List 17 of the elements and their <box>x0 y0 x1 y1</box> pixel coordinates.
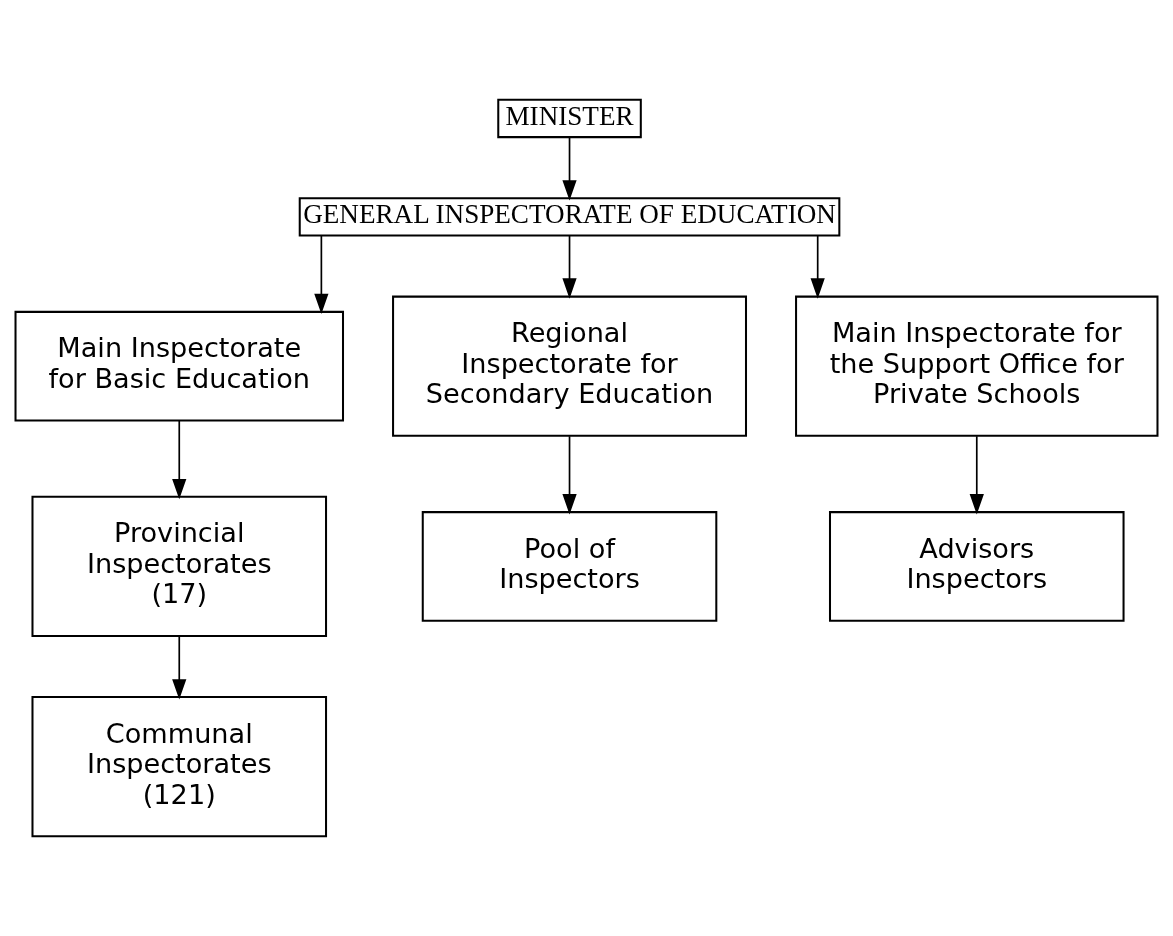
node-box: Communal Inspectorates (121) <box>31 696 328 838</box>
node-box: Provincial Inspectorates (17) <box>31 495 328 637</box>
arrow <box>562 435 577 515</box>
node-box: Regional Inspectorate for Secondary Education <box>392 295 747 437</box>
arrow <box>314 234 329 315</box>
arrow <box>172 635 187 700</box>
arrow <box>810 234 825 299</box>
arrow <box>562 234 577 299</box>
node-box: Main Inspectorate for the Support Office for Private Schools <box>795 295 1159 437</box>
node-box: GENERAL INSPECTORATE OF EDUCATION <box>298 197 841 237</box>
arrow <box>562 136 577 201</box>
node-box: MINISTER <box>497 98 642 139</box>
node-box: Advisors Inspectors <box>829 511 1125 622</box>
node-box: Main Inspectorate for Basic Education <box>14 310 344 422</box>
node-box: Pool of Inspectors <box>421 511 718 622</box>
arrow <box>969 435 984 515</box>
arrow <box>172 420 187 500</box>
